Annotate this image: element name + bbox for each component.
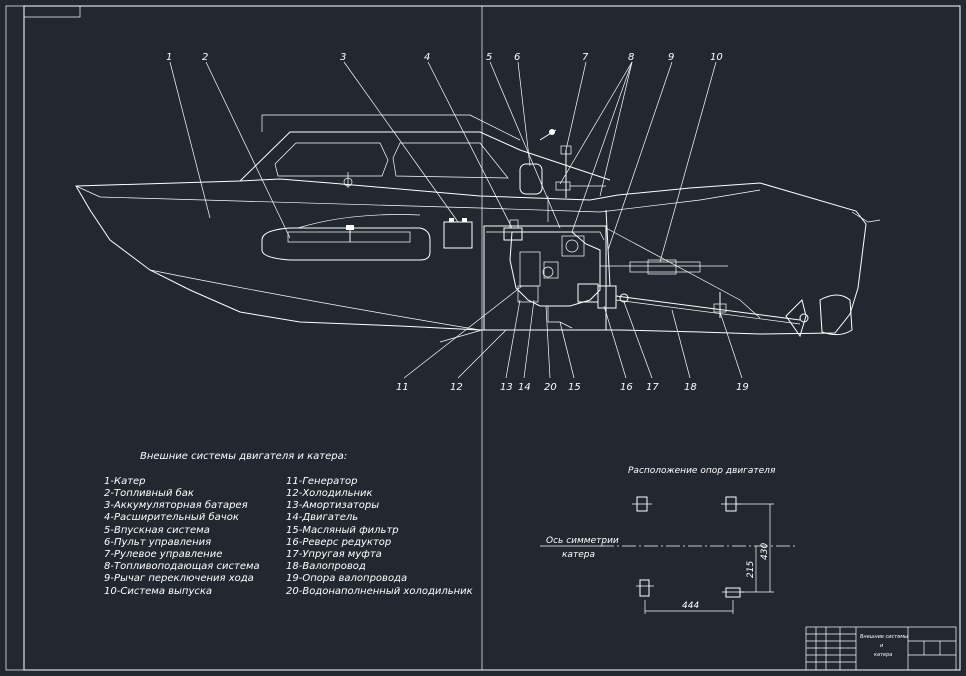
legend-item: 6-Пульт управления: [104, 537, 211, 548]
legend-item: 16-Реверс редуктор: [286, 537, 391, 548]
legend-item: 18-Валопровод: [286, 561, 366, 572]
callout-15: 15: [568, 382, 581, 393]
legend-col-1: 1-Катер 2-Топливный бак 3-Аккумуляторная…: [104, 476, 260, 597]
legend-title: Внешние системы двигателя и катера:: [140, 451, 347, 462]
callout-8: 8: [628, 52, 634, 63]
legend-item: 4-Расширительный бачок: [104, 511, 239, 523]
callout-16: 16: [620, 382, 633, 393]
legend-item: 2-Топливный бак: [104, 487, 194, 499]
callout-13: 13: [500, 382, 513, 393]
callout-11: 11: [396, 382, 409, 393]
callout-2: 2: [202, 52, 208, 63]
mounts-title: Расположение опор двигателя: [628, 466, 776, 476]
legend-item: 10-Система выпуска: [104, 586, 212, 597]
callout-17: 17: [646, 382, 659, 393]
callout-7: 7: [582, 52, 589, 63]
callout-12: 12: [450, 382, 463, 393]
callout-1: 1: [166, 52, 172, 63]
callout-10: 10: [710, 52, 723, 63]
legend-item: 20-Водонаполненный холодильник: [286, 586, 473, 597]
mount-bottom-right: [722, 587, 744, 598]
dim-height-half: 215: [746, 561, 756, 578]
legend-item: 12-Холодильник: [286, 488, 373, 499]
callout-18: 18: [684, 382, 697, 393]
boat-side-view: [75, 114, 881, 338]
legend-item: 11-Генератор: [286, 476, 358, 487]
legend-item: 3-Аккумуляторная батарея: [104, 499, 248, 511]
mount-top-left: [632, 496, 652, 512]
legend-item: 19-Опора валопровода: [286, 573, 407, 584]
title-block: Внешние системы и катера: [805, 626, 957, 671]
legend: Внешние системы двигателя и катера: 1-Ка…: [104, 451, 473, 597]
legend-item: 13-Амортизаторы: [286, 500, 379, 511]
callout-19: 19: [736, 382, 749, 393]
sheet-frame: [5, 5, 961, 671]
dim-height-full: 430: [760, 543, 770, 560]
legend-item: 1-Катер: [104, 476, 146, 487]
callout-14: 14: [518, 382, 531, 393]
axis-label-1: Ось симметрии: [546, 536, 619, 546]
title-line-2: и: [880, 643, 884, 649]
legend-item: 5-Впускная система: [104, 525, 210, 536]
mount-bottom-left: [636, 579, 654, 597]
legend-item: 15-Масляный фильтр: [286, 525, 399, 536]
legend-item: 7-Рулевое управление: [104, 549, 222, 560]
title-line-1: Внешние системы: [860, 634, 908, 640]
legend-item: 9-Рычаг переключения хода: [104, 573, 254, 584]
legend-item: 17-Упругая муфта: [286, 549, 382, 560]
legend-col-2: 11-Генератор 12-Холодильник 13-Амортизат…: [286, 476, 473, 597]
callout-6: 6: [514, 52, 520, 63]
callout-20: 20: [544, 382, 557, 393]
dim-width: 444: [682, 601, 699, 611]
engine-mount-layout: Расположение опор двигателя Ось симметри…: [540, 466, 796, 614]
callout-labels: 1 2 3 4 5 6 7 8 9 10 11 12 13 14 20 15 1…: [166, 52, 749, 393]
callout-3: 3: [340, 52, 346, 63]
callout-5: 5: [486, 52, 492, 63]
legend-item: 8-Топливоподающая система: [104, 561, 260, 572]
title-line-3: катера: [874, 652, 892, 658]
callout-4: 4: [424, 52, 430, 63]
legend-item: 14-Двигатель: [286, 512, 358, 523]
axis-label-2: катера: [562, 550, 595, 560]
leader-lines: [169, 61, 743, 379]
callout-9: 9: [668, 52, 674, 63]
